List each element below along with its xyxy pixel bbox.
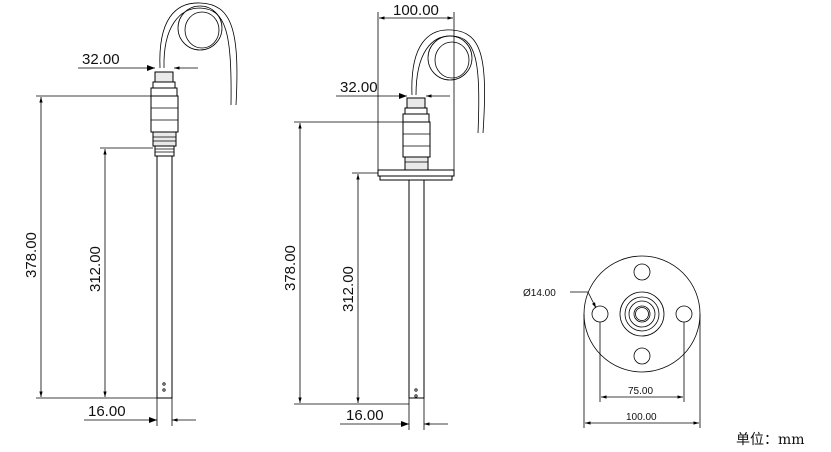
flange-bolt-hole-top xyxy=(633,263,651,281)
middle-dim-cable-dia: 32.00 xyxy=(340,79,378,96)
left-probe-tube xyxy=(156,155,173,399)
flange-dim-hole-dia: Ø14.00 xyxy=(523,288,556,299)
middle-sensor-view: 100.00 32.00 378.00 312.00 16.00 xyxy=(282,2,485,430)
middle-sensor-body xyxy=(402,121,431,158)
middle-dim-probe-length: 312.00 xyxy=(340,266,357,312)
left-sensor-body xyxy=(150,95,179,133)
middle-dim-tube-dia: 16.00 xyxy=(346,407,384,424)
left-cable-gland xyxy=(154,71,174,83)
left-sensor-view: 32.00 378.00 312.00 16.00 xyxy=(23,2,238,426)
middle-cable-coil xyxy=(411,29,485,134)
left-dim-probe-length: 312.00 xyxy=(87,246,104,292)
middle-dim-cable-loop: 100.00 xyxy=(393,2,439,19)
flange-bolt-hole-left xyxy=(591,305,609,323)
left-dim-cable-dia: 32.00 xyxy=(82,51,120,68)
middle-probe-tube xyxy=(408,179,425,399)
unit-label: 单位：mm xyxy=(736,432,805,448)
left-thread xyxy=(154,145,175,157)
middle-dim-total-length: 378.00 xyxy=(282,245,299,291)
flange-outer-circle xyxy=(583,255,701,373)
flange-dim-outer-dia: 100.00 xyxy=(626,412,657,423)
flange-bolt-hole-right xyxy=(675,305,693,323)
flange-dim-bolt-circle: 75.00 xyxy=(628,386,653,397)
left-cable-coil xyxy=(159,2,238,106)
flange-top-view: Ø14.00 75.00 100.00 xyxy=(523,255,701,428)
middle-flange-plate xyxy=(377,169,455,177)
flange-bolt-hole-bottom xyxy=(633,347,651,365)
left-dim-total-length: 378.00 xyxy=(23,232,40,278)
left-dim-tube-dia: 16.00 xyxy=(88,403,126,420)
middle-cable-gland xyxy=(406,97,426,109)
